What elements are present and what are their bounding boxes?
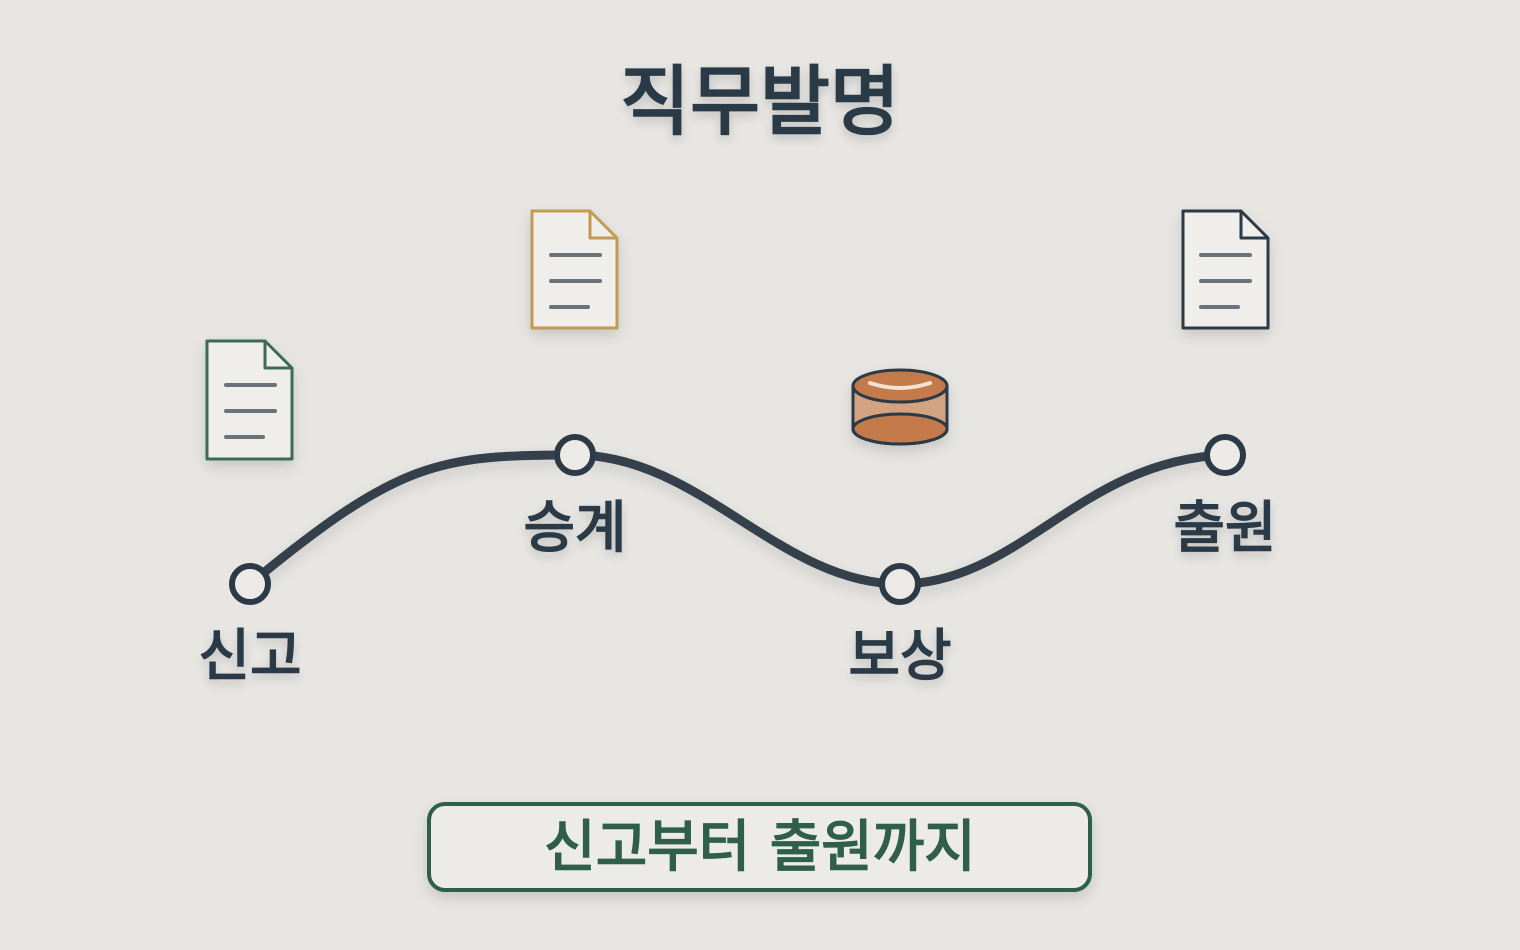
document-icon: [530, 209, 619, 330]
caption-box: 신고부터 출원까지: [427, 802, 1092, 892]
stage-label-application: 출원: [1173, 496, 1276, 561]
stage-node-report: [229, 563, 271, 605]
stage-label-report: 신고: [198, 624, 301, 689]
page-title: 직무발명: [620, 57, 900, 146]
stage-node-succession: [554, 434, 596, 476]
coin-icon: [851, 368, 949, 446]
document-icon: [1181, 209, 1270, 330]
stage-label-succession: 승계: [523, 496, 626, 561]
stage-node-application: [1204, 434, 1246, 476]
document-icon: [205, 339, 294, 461]
process-path: [245, 450, 1230, 589]
stage-label-reward: 보상: [848, 624, 951, 689]
caption-text: 신고부터 출원까지: [544, 815, 976, 880]
stage-node-reward: [879, 563, 921, 605]
